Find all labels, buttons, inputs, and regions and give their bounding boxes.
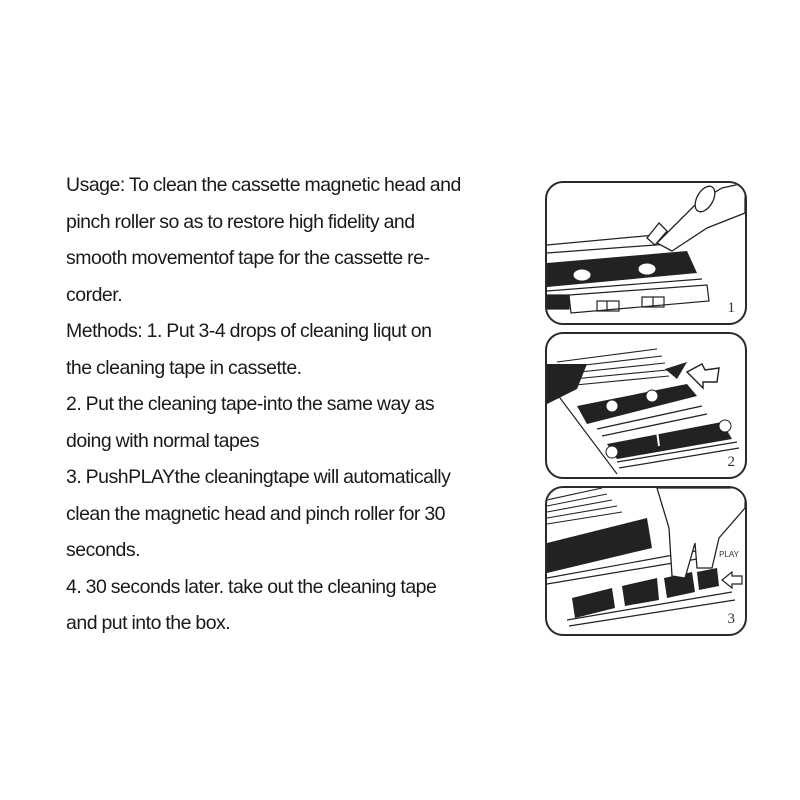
- method-4-line-1: 4. 30 seconds later. take out the cleani…: [66, 575, 437, 598]
- play-label: PLAY: [719, 550, 739, 559]
- cassette-liquid-drawing: [547, 183, 745, 314]
- illustration-step-2: 2: [545, 332, 747, 479]
- step-number-2: 2: [727, 454, 736, 470]
- step-number-3: 3: [727, 611, 736, 627]
- method-1-line-1: Methods: 1. Put 3-4 drops of cleaning li…: [66, 320, 432, 342]
- method-3-line-2: clean the magnetic head and pinch roller…: [66, 502, 446, 525]
- illustration-step-1: 1: [545, 181, 747, 325]
- step-number-1: 1: [727, 300, 736, 316]
- usage-line-2: pinch roller so as to restore high fidel…: [66, 210, 415, 233]
- method-4-line-2: and put into the box.: [66, 612, 231, 634]
- method-1-line-2: the cleaning tape in cassette.: [66, 356, 302, 379]
- illustration-step-3: PLAY 3: [545, 486, 747, 636]
- method-3-line-1: 3. PushPLAYthe cleaningtape will automat…: [66, 466, 451, 488]
- usage-line-3: smooth movementof tape for the cassette …: [66, 247, 430, 269]
- instructions-text: Usage: To clean the cassette magnetic he…: [66, 167, 516, 642]
- press-play-drawing: [547, 488, 745, 627]
- method-2-line-1: 2. Put the cleaning tape-into the same w…: [66, 393, 435, 415]
- method-2-line-2: doing with normal tapes: [66, 429, 259, 452]
- method-3-line-3: seconds.: [66, 539, 141, 561]
- cassette-insert-drawing: [547, 348, 740, 475]
- usage-line-4: corder.: [66, 283, 123, 306]
- usage-line-1: Usage: To clean the cassette magnetic he…: [66, 174, 461, 196]
